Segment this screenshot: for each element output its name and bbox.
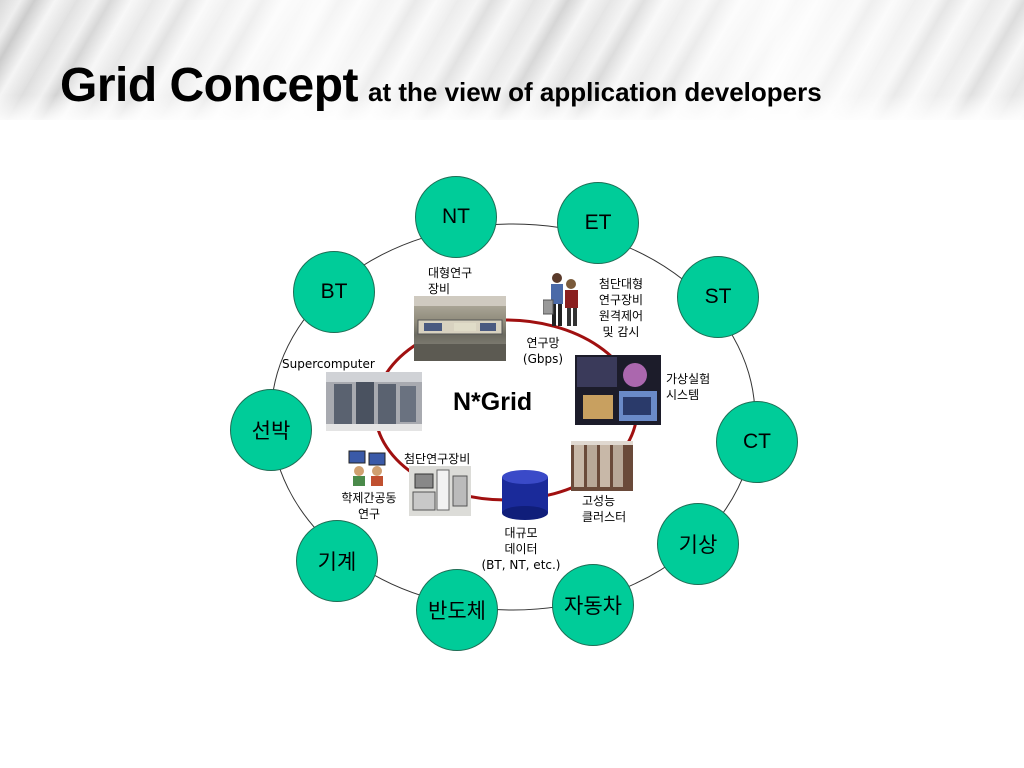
node-ship[interactable]: 선박 <box>230 389 312 471</box>
node-machine[interactable]: 기계 <box>296 520 378 602</box>
label-collaboration: 학제간공동 연구 <box>341 491 397 521</box>
virtual-lab-illustration <box>577 357 657 421</box>
label-research-network: 연구망 (Gbps) <box>522 336 564 366</box>
node-st[interactable]: ST <box>677 256 759 338</box>
title-main: Grid Concept <box>60 59 359 112</box>
lab-equipment-illustration <box>412 469 468 511</box>
supercomputer-image <box>326 372 422 431</box>
title-subtitle: at the view of application developers <box>368 77 822 107</box>
label-supercomputer: Supercomputer <box>282 357 375 371</box>
node-bt[interactable]: BT <box>293 251 375 333</box>
label-big-data: 대규모 데이터 (BT, NT, etc.) <box>481 526 561 572</box>
advanced-equipment-image <box>409 466 471 516</box>
accelerator-illustration <box>414 296 506 361</box>
label-remote-control: 첨단대형 연구장비 원격제어 및 감시 <box>598 277 644 339</box>
node-ct[interactable]: CT <box>716 401 798 483</box>
header-fade <box>0 95 1024 125</box>
supercomputer-illustration <box>326 372 422 431</box>
collaboration-image <box>347 447 389 487</box>
center-label: N*Grid <box>453 388 533 416</box>
slide-title: Grid Concept at the view of application d… <box>60 58 822 113</box>
collaboration-illustration <box>348 450 386 486</box>
virtual-lab-image <box>575 355 661 425</box>
cluster-image <box>571 441 633 491</box>
node-et[interactable]: ET <box>557 182 639 264</box>
label-cluster: 고성능 클러스터 <box>582 494 627 524</box>
node-nt[interactable]: NT <box>415 176 497 258</box>
label-virtual-lab: 가상실험 시스템 <box>666 372 711 402</box>
researchers-illustration <box>543 273 578 326</box>
node-automobile[interactable]: 자동차 <box>552 564 634 646</box>
database-icon <box>502 470 548 520</box>
cluster-illustration <box>571 441 633 487</box>
large-equipment-image <box>414 296 506 361</box>
node-weather[interactable]: 기상 <box>657 503 739 585</box>
label-large-equipment: 대형연구 장비 <box>428 266 473 296</box>
remote-control-image <box>543 270 583 328</box>
label-advanced-equipment: 첨단연구장비 <box>404 452 471 466</box>
node-semiconductor[interactable]: 반도체 <box>416 569 498 651</box>
